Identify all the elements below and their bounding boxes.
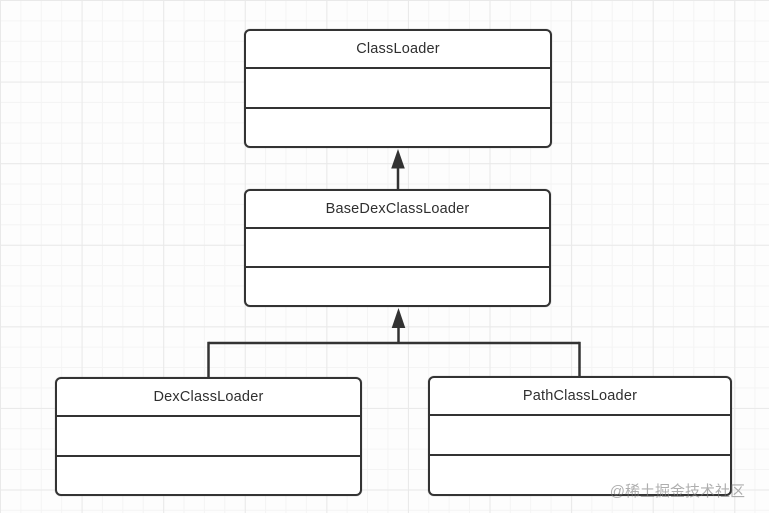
- class-box-basedexclassloader: BaseDexClassLoader: [244, 189, 551, 307]
- watermark-text: @稀土掘金技术社区: [609, 483, 745, 500]
- class-title: PathClassLoader: [522, 388, 638, 404]
- arrowhead-up-icon: [391, 149, 405, 169]
- class-title: DexClassLoader: [153, 389, 264, 405]
- class-box-dexclassloader: DexClassLoader: [55, 377, 362, 496]
- class-box-classloader: ClassLoader: [244, 29, 552, 148]
- fields-compartment: [430, 414, 730, 454]
- class-title: ClassLoader: [356, 41, 440, 57]
- class-box-pathclassloader: PathClassLoader: [428, 376, 732, 496]
- methods-compartment: [57, 454, 360, 495]
- methods-compartment: [246, 106, 550, 147]
- fields-compartment: [246, 227, 549, 266]
- class-title: BaseDexClassLoader: [325, 201, 470, 217]
- arrowhead-up-icon: [391, 308, 406, 328]
- fields-compartment: [57, 415, 360, 455]
- methods-compartment: [430, 454, 730, 494]
- methods-compartment: [246, 266, 549, 305]
- fields-compartment: [246, 67, 550, 107]
